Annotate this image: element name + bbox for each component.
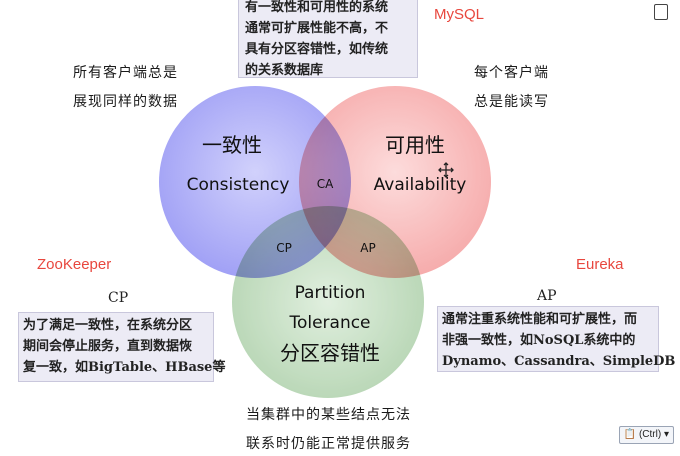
partition-zh-label: 分区容错性 (280, 341, 380, 365)
cap-venn-diagram: 一致性 Consistency 可用性 Availability Partiti… (159, 86, 491, 398)
eureka-box-line: 通常注重系统性能和可扩展性，而 (442, 312, 638, 327)
consistency-zh-label: 一致性 (202, 133, 262, 157)
partition-circle (232, 206, 424, 398)
ap-label: AP (360, 241, 375, 255)
zookeeper-label: ZooKeeper (37, 256, 112, 273)
zookeeper-box-line: 复一致，如BigTable、HBase等 (23, 360, 226, 375)
consistency-note-line: 所有客户端总是 (73, 65, 178, 81)
consistency-note: 所有客户端总是 展现同样的数据 (73, 62, 178, 114)
ctrl-label: (Ctrl) (638, 429, 662, 440)
cp-label: CP (276, 241, 292, 255)
eureka-title: AP (537, 288, 557, 304)
partition-en-label-2: Tolerance (288, 313, 370, 333)
ca-label: CA (317, 177, 334, 191)
availability-en-label: Availability (374, 175, 467, 195)
clipboard-icon: 📋 (623, 429, 637, 440)
zookeeper-box-line: 期间会停止服务，直到数据恢 (23, 339, 193, 354)
availability-zh-label: 可用性 (385, 133, 445, 157)
partition-note-line: 联系时仍能正常提供服务 (246, 436, 411, 452)
partition-note: 当集群中的某些结点无法 联系时仍能正常提供服务 (246, 404, 411, 456)
zookeeper-box-line: 为了满足一致性，在系统分区 (23, 318, 193, 333)
eureka-box: 通常注重系统性能和可扩展性，而 非强一致性，如NoSQL系统中的 Dynamo、… (437, 306, 676, 372)
eureka-box-line: Dynamo、Cassandra、SimpleDB (442, 354, 676, 369)
partition-note-line: 当集群中的某些结点无法 (246, 407, 411, 423)
consistency-en-label: Consistency (187, 175, 290, 195)
move-cursor-icon (438, 162, 454, 178)
partition-en-label-1: Partition (295, 283, 366, 303)
top-box-line: 有一致性和可用性的系统 (245, 0, 389, 15)
top-box-line: 具有分区容错性，如传统 (245, 42, 389, 57)
consistency-note-line: 展现同样的数据 (73, 94, 178, 110)
availability-note-line: 总是能读写 (474, 94, 549, 110)
top-description-box: 有一致性和可用性的系统 通常可扩展性能不高，不 具有分区容错性，如传统 的关系数… (238, 0, 418, 78)
top-box-line: 的关系数据库 (245, 63, 324, 78)
reader-icon (654, 4, 668, 20)
mysql-label: MySQL (434, 6, 485, 23)
zookeeper-box: 为了满足一致性，在系统分区 期间会停止服务，直到数据恢 复一致，如BigTabl… (18, 312, 226, 382)
chevron-down-icon: ▾ (663, 429, 669, 440)
eureka-label: Eureka (576, 256, 624, 273)
paste-options-button[interactable]: 📋 (Ctrl) ▾ (618, 426, 674, 444)
eureka-box-line: 非强一致性，如NoSQL系统中的 (442, 333, 636, 348)
availability-note-line: 每个客户端 (474, 65, 549, 81)
zookeeper-title: CP (108, 290, 129, 306)
top-box-line: 通常可扩展性能不高，不 (245, 21, 389, 36)
availability-note: 每个客户端 总是能读写 (474, 62, 549, 114)
